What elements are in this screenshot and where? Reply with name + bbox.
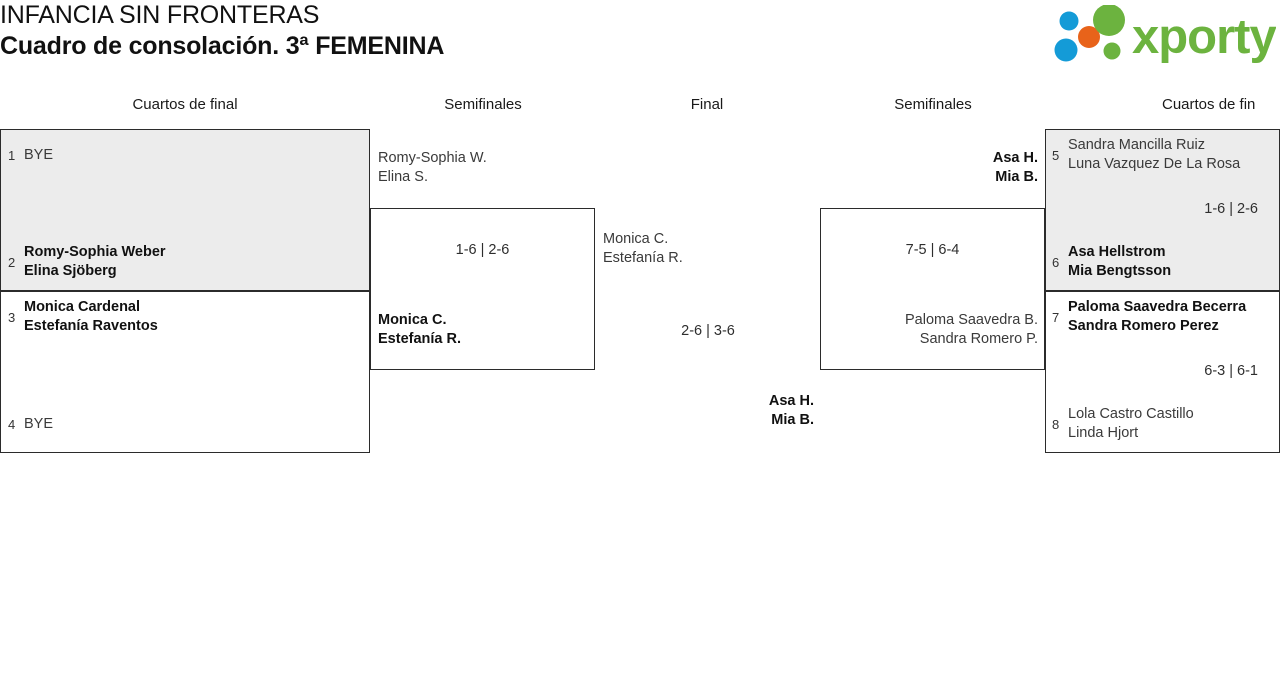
match-box-left-qf-1[interactable] — [0, 129, 370, 291]
score-left-sf: 1-6 | 2-6 — [455, 242, 510, 258]
entry-right-qf1-top[interactable]: 5 Sandra Mancilla Ruiz Luna Vazquez De L… — [1052, 136, 1280, 174]
match-box-right-qf-1[interactable] — [1045, 129, 1280, 291]
entry-right-sf-top[interactable]: Asa H. Mia B. — [827, 149, 1038, 187]
match-box-left-sf[interactable] — [370, 208, 595, 370]
round-header-semifinales-right: Semifinales — [894, 96, 972, 113]
player-names: Paloma Saavedra Becerra Sandra Romero Pe… — [1068, 299, 1247, 334]
svg-text:xporty: xporty — [1132, 10, 1276, 63]
round-header-semifinales-left: Semifinales — [444, 96, 522, 113]
player-names: Asa H. Mia B. — [768, 393, 814, 428]
entry-left-sf-bottom[interactable]: Monica C. Estefanía R. — [378, 311, 588, 349]
entry-left-qf1-bottom[interactable]: 2 Romy-Sophia Weber Elina Sjöberg — [8, 243, 358, 281]
player-names: Monica C. Estefanía R. — [378, 312, 461, 347]
entry-left-qf2-top[interactable]: 3 Monica Cardenal Estefanía Raventos — [8, 298, 358, 336]
seed-number: 6 — [1052, 254, 1060, 270]
bracket-subtitle: Cuadro de consolación. 3ª FEMENINA — [0, 32, 445, 60]
score-right-qf2: 6-3 | 6-1 — [1204, 363, 1258, 379]
entry-final-top[interactable]: Monica C. Estefanía R. — [603, 230, 803, 268]
entry-right-sf-bottom[interactable]: Paloma Saavedra B. Sandra Romero P. — [827, 311, 1038, 349]
player-names: Lola Castro Castillo Linda Hjort — [1068, 406, 1194, 441]
player-names: Paloma Saavedra B. Sandra Romero P. — [905, 312, 1038, 347]
round-header-final: Final — [690, 96, 724, 113]
entry-left-qf1-top[interactable]: 1 BYE — [8, 146, 358, 165]
seed-number: 4 — [8, 417, 16, 432]
match-box-right-sf[interactable] — [820, 208, 1045, 370]
player-names: Monica Cardenal Estefanía Raventos — [24, 299, 158, 334]
seed-number: 2 — [8, 254, 16, 270]
match-box-left-qf-2[interactable] — [0, 291, 370, 453]
entry-right-qf2-bottom[interactable]: 8 Lola Castro Castillo Linda Hjort — [1052, 405, 1280, 443]
player-names: Sandra Mancilla Ruiz Luna Vazquez De La … — [1068, 137, 1241, 172]
xporty-logo: xporty — [1048, 5, 1276, 63]
entry-left-qf2-bottom[interactable]: 4 BYE — [8, 415, 358, 434]
entry-right-qf1-bottom[interactable]: 6 Asa Hellstrom Mia Bengtsson — [1052, 243, 1280, 281]
page-title: INFANCIA SIN FRONTERAS Cuadro de consola… — [0, 0, 700, 62]
score-right-qf1: 1-6 | 2-6 — [1204, 201, 1258, 217]
player-names: BYE — [24, 416, 54, 432]
entry-left-sf-top[interactable]: Romy-Sophia W. Elina S. — [378, 149, 588, 187]
tournament-name: INFANCIA SIN FRONTERAS — [0, 1, 320, 29]
player-names: Asa H. Mia B. — [992, 150, 1038, 185]
round-header-cuartos-right: Cuartos de fin — [1162, 96, 1256, 113]
entry-right-qf2-top[interactable]: 7 Paloma Saavedra Becerra Sandra Romero … — [1052, 298, 1280, 336]
match-box-right-qf-2[interactable] — [1045, 291, 1280, 453]
seed-number: 7 — [1052, 309, 1060, 325]
round-header-cuartos-left: Cuartos de final — [132, 96, 238, 113]
seed-number: 5 — [1052, 147, 1060, 163]
logo-dots-icon — [1054, 5, 1125, 62]
player-names: Romy-Sophia Weber Elina Sjöberg — [24, 244, 166, 279]
entry-final-bottom[interactable]: Asa H. Mia B. — [610, 392, 814, 430]
seed-number: 3 — [8, 309, 16, 325]
player-names: Asa Hellstrom Mia Bengtsson — [1068, 244, 1172, 279]
player-names: BYE — [24, 147, 54, 163]
player-names: Monica C. Estefanía R. — [603, 231, 683, 266]
player-names: Romy-Sophia W. Elina S. — [378, 150, 487, 185]
seed-number: 8 — [1052, 416, 1060, 432]
seed-number: 1 — [8, 148, 16, 163]
score-final: 2-6 | 3-6 — [681, 323, 735, 339]
score-right-sf: 7-5 | 6-4 — [905, 242, 960, 258]
